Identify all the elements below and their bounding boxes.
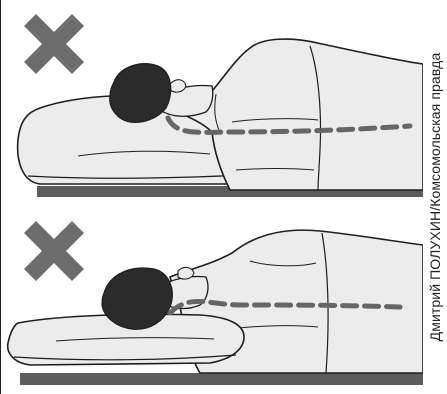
ear	[170, 80, 186, 92]
ear	[178, 267, 194, 279]
cross-icon	[30, 227, 78, 275]
panel-high-pillow	[0, 0, 423, 197]
mattress	[20, 373, 423, 385]
high-pillow-scene	[0, 0, 423, 197]
low-pillow-scene	[0, 197, 423, 394]
cross-icon	[30, 20, 78, 68]
panel-low-pillow	[0, 197, 423, 394]
photo-credit: Дмитрий ПОЛУХИН/Комсомольская правда	[427, 53, 443, 342]
